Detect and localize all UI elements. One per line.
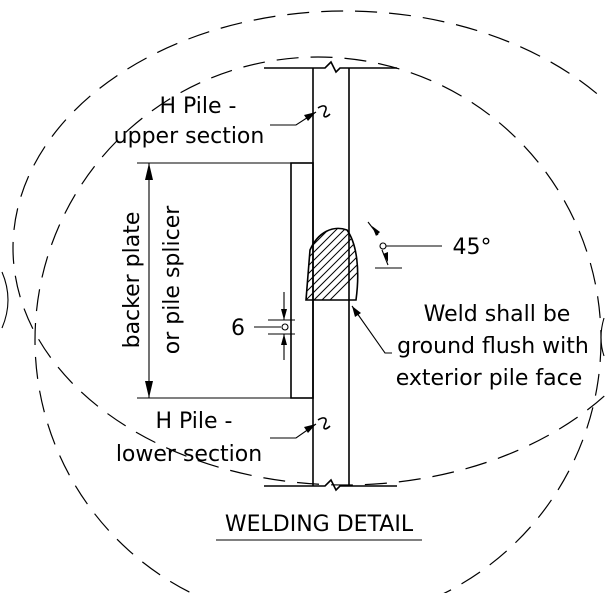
- backer-plate-dimension: [137, 162, 291, 399]
- weld-note-line2: ground flush with: [397, 334, 589, 359]
- backer-plate-label-line2: or pile splicer: [160, 205, 185, 354]
- lower-section-leader: [270, 417, 331, 439]
- left-edge-arc: [1, 271, 9, 329]
- lower-section-label-line1: H Pile -: [155, 409, 232, 434]
- backer-plate: [290, 162, 314, 399]
- angle-label: 45°: [453, 235, 492, 260]
- upper-section-label-line1: H Pile -: [159, 94, 236, 119]
- weld-note-line1: Weld shall be: [424, 302, 571, 327]
- weld-note-line3: exterior pile face: [396, 366, 583, 391]
- lower-section-label-line2: lower section: [116, 442, 262, 467]
- detail-title: WELDING DETAIL: [225, 512, 414, 537]
- angle-dimension: [367, 221, 442, 269]
- backer-plate-label-line1: backer plate: [120, 212, 145, 349]
- right-edge-arc: [600, 317, 605, 357]
- upper-section-leader: [270, 105, 331, 126]
- detail-circle-outer: [12, 10, 605, 486]
- weld-leader: [351, 305, 392, 354]
- gap-dimension: [254, 292, 295, 360]
- gap-dimension-label: 6: [231, 316, 245, 341]
- upper-section-label-line2: upper section: [114, 124, 265, 149]
